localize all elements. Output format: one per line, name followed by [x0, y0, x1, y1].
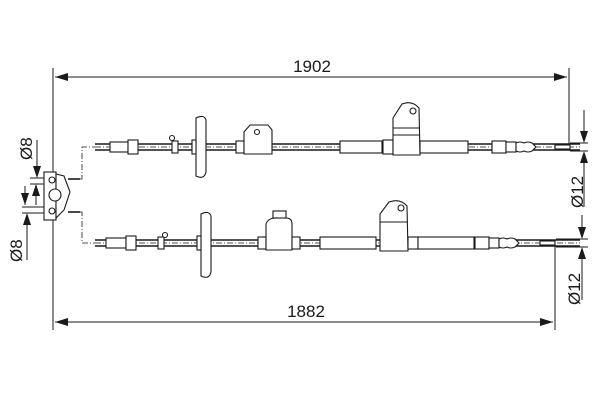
- dimension-bottom: 1882: [55, 245, 556, 330]
- dimension-top: 1902: [52, 57, 570, 330]
- cable-bottom: Ø12: [95, 200, 588, 305]
- diameter-right-bottom-label: Ø12: [565, 273, 584, 305]
- length-top-label: 1902: [293, 57, 331, 76]
- length-bottom-label: 1882: [287, 302, 325, 321]
- diameter-left-top-label: Ø8: [17, 137, 36, 160]
- diameter-left-bottom-label: Ø8: [7, 239, 26, 262]
- equalizer-bracket: Ø8 Ø8: [7, 137, 95, 262]
- cable-top: Ø12: [95, 102, 588, 208]
- diameter-right-top-label: Ø12: [568, 176, 587, 208]
